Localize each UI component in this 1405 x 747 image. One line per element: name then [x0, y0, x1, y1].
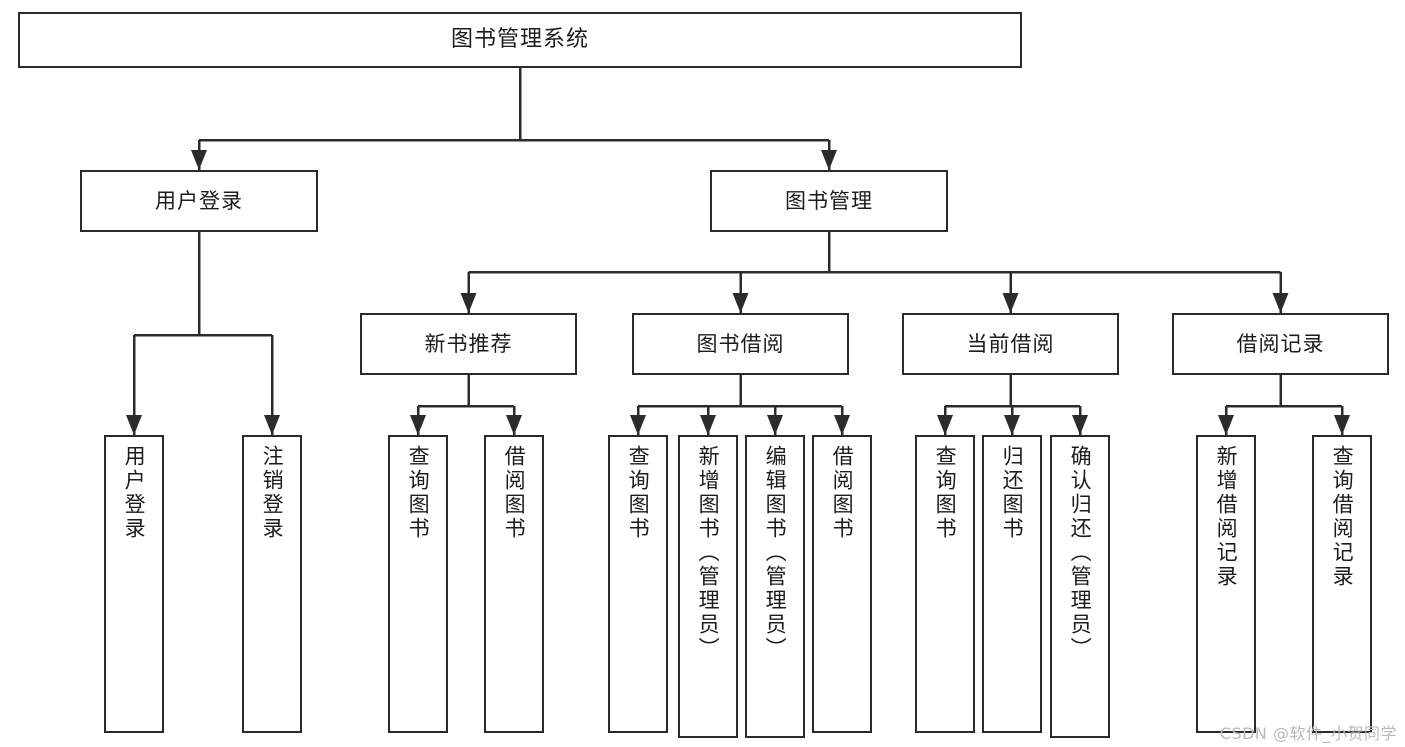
- node-label: 归还图书: [1000, 445, 1025, 541]
- node-bookmgmt[interactable]: 图书管理: [710, 170, 948, 232]
- node-leaf-bor-4[interactable]: 借阅图书: [812, 435, 872, 733]
- node-label: 新增借阅记录: [1214, 445, 1239, 589]
- arrowhead-icon: [834, 415, 850, 435]
- node-records[interactable]: 借阅记录: [1172, 313, 1389, 375]
- arrowhead-icon: [1002, 293, 1019, 313]
- arrowhead-icon: [191, 150, 207, 170]
- arrowhead-icon: [1004, 415, 1020, 435]
- arrowhead-icon: [821, 150, 837, 170]
- node-leaf-bor-1[interactable]: 查询图书: [608, 435, 668, 733]
- arrowhead-icon: [460, 293, 477, 313]
- node-label: 新增图书（管理员）: [696, 445, 721, 661]
- node-label: 当前借阅: [966, 331, 1055, 356]
- arrowhead-icon: [767, 415, 783, 435]
- node-label: 用户登录: [155, 188, 243, 213]
- node-label: 查询图书: [933, 445, 958, 541]
- node-label: 编辑图书（管理员）: [763, 445, 788, 661]
- watermark: CSDN @软件_小贺同学: [1219, 724, 1397, 743]
- node-label: 查询图书: [406, 445, 431, 541]
- node-leaf-cur-2[interactable]: 归还图书: [982, 435, 1042, 733]
- arrowhead-icon: [264, 415, 280, 435]
- node-label: 图书管理系统: [450, 27, 589, 53]
- node-leaf-cur-3[interactable]: 确认归还（管理员）: [1050, 435, 1110, 738]
- node-leaf-new-2[interactable]: 借阅图书: [484, 435, 544, 733]
- node-label: 注销登录: [260, 445, 285, 541]
- node-leaf-login-2[interactable]: 注销登录: [242, 435, 302, 733]
- node-leaf-rec-1[interactable]: 新增借阅记录: [1196, 435, 1256, 733]
- node-label: 用户登录: [122, 445, 147, 541]
- node-label: 查询借阅记录: [1330, 445, 1355, 589]
- arrowhead-icon: [1072, 415, 1088, 435]
- arrowhead-icon: [732, 293, 749, 313]
- arrowhead-icon: [1272, 293, 1289, 313]
- node-label: 图书管理: [785, 188, 873, 213]
- node-root[interactable]: 图书管理系统: [18, 12, 1022, 68]
- node-newbook[interactable]: 新书推荐: [360, 313, 577, 375]
- node-leaf-rec-2[interactable]: 查询借阅记录: [1312, 435, 1372, 733]
- arrowhead-icon: [630, 415, 646, 435]
- node-current[interactable]: 当前借阅: [902, 313, 1119, 375]
- node-label: 查询图书: [626, 445, 651, 541]
- node-leaf-bor-3[interactable]: 编辑图书（管理员）: [745, 435, 805, 738]
- arrowhead-icon: [410, 415, 426, 435]
- node-leaf-bor-2[interactable]: 新增图书（管理员）: [678, 435, 738, 738]
- arrowhead-icon: [506, 415, 522, 435]
- node-login[interactable]: 用户登录: [80, 170, 318, 232]
- arrowhead-icon: [700, 415, 716, 435]
- node-label: 图书借阅: [696, 331, 785, 356]
- node-label: 借阅记录: [1236, 331, 1325, 356]
- node-label: 借阅图书: [830, 445, 855, 541]
- arrowhead-icon: [1218, 415, 1234, 435]
- node-leaf-new-1[interactable]: 查询图书: [388, 435, 448, 733]
- node-leaf-cur-1[interactable]: 查询图书: [915, 435, 975, 733]
- node-label: 确认归还（管理员）: [1068, 445, 1093, 661]
- arrowhead-icon: [126, 415, 142, 435]
- node-leaf-login-1[interactable]: 用户登录: [104, 435, 164, 733]
- arrowhead-icon: [937, 415, 953, 435]
- arrowhead-icon: [1334, 415, 1350, 435]
- node-label: 借阅图书: [502, 445, 527, 541]
- node-borrow[interactable]: 图书借阅: [632, 313, 849, 375]
- node-label: 新书推荐: [424, 331, 513, 356]
